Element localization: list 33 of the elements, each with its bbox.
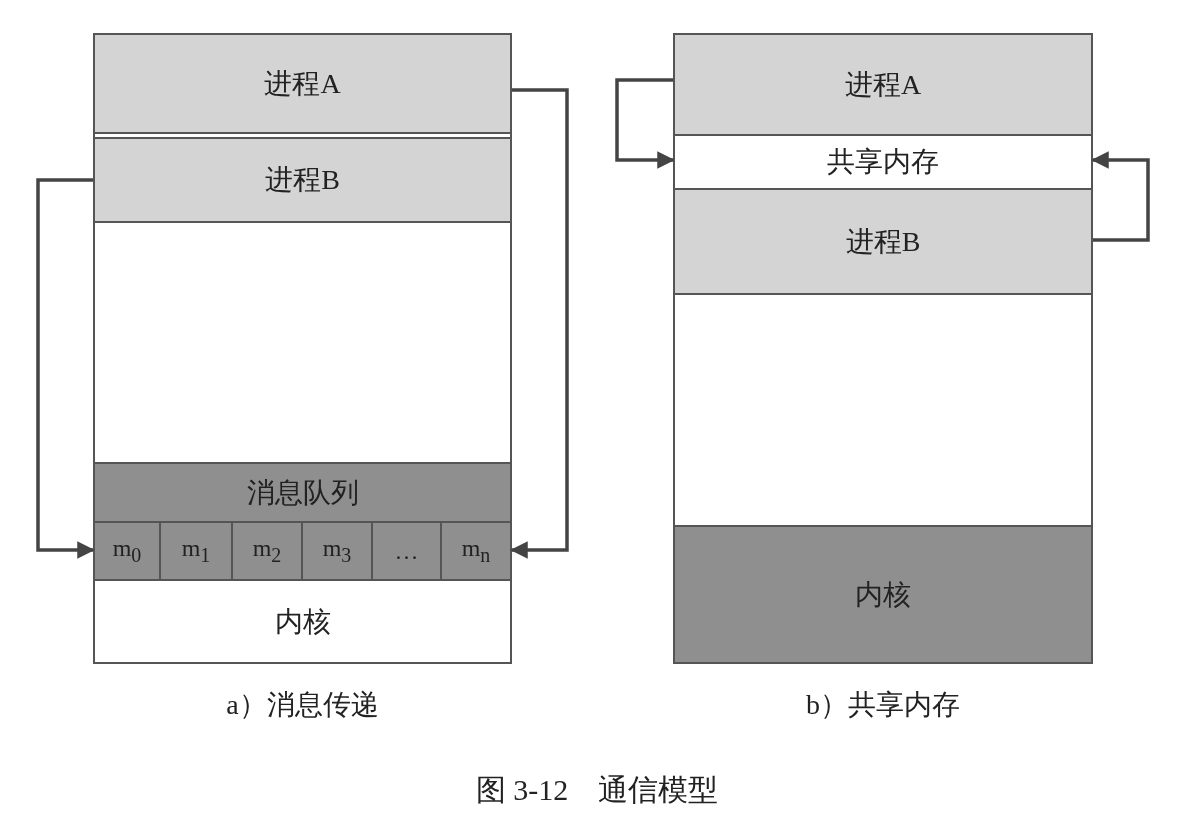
- panel-box: [673, 33, 1093, 664]
- region-label: m$_{2}$: [252, 535, 282, 567]
- region-label: 进程B: [845, 224, 921, 259]
- arrow: [615, 78, 675, 169]
- memory-region: [231, 521, 303, 581]
- memory-region: [440, 521, 512, 581]
- memory-region: [93, 462, 512, 523]
- region-label: 消息队列: [246, 475, 359, 510]
- memory-region: [673, 33, 1093, 136]
- region-label: m$_{0}$: [112, 535, 142, 567]
- panel-caption: b）共享内存: [805, 688, 961, 722]
- region-label: 进程A: [844, 67, 922, 102]
- figure-caption: 图 3-12 通信模型: [474, 772, 720, 808]
- arrow: [36, 178, 95, 559]
- region-label: m$_{n}$: [461, 535, 491, 567]
- region-label: m$_{1}$: [181, 535, 211, 567]
- region-label: 共享内存: [827, 145, 939, 179]
- region-label: …: [394, 537, 419, 565]
- memory-region: [371, 521, 442, 581]
- panel-box: [93, 33, 512, 664]
- region-label: m$_{3}$: [322, 535, 352, 567]
- memory-region: [673, 188, 1093, 295]
- memory-region: [93, 137, 512, 223]
- memory-region: [93, 521, 161, 581]
- region-label: 进程A: [264, 66, 341, 101]
- region-label: 内核: [855, 577, 911, 612]
- memory-region: [301, 521, 373, 581]
- panel-caption: a）消息传递: [225, 688, 380, 722]
- memory-region: [673, 525, 1093, 664]
- memory-region: [159, 521, 233, 581]
- memory-region: [93, 33, 512, 134]
- region-label: 内核: [274, 604, 331, 639]
- region-label: 进程B: [265, 163, 340, 197]
